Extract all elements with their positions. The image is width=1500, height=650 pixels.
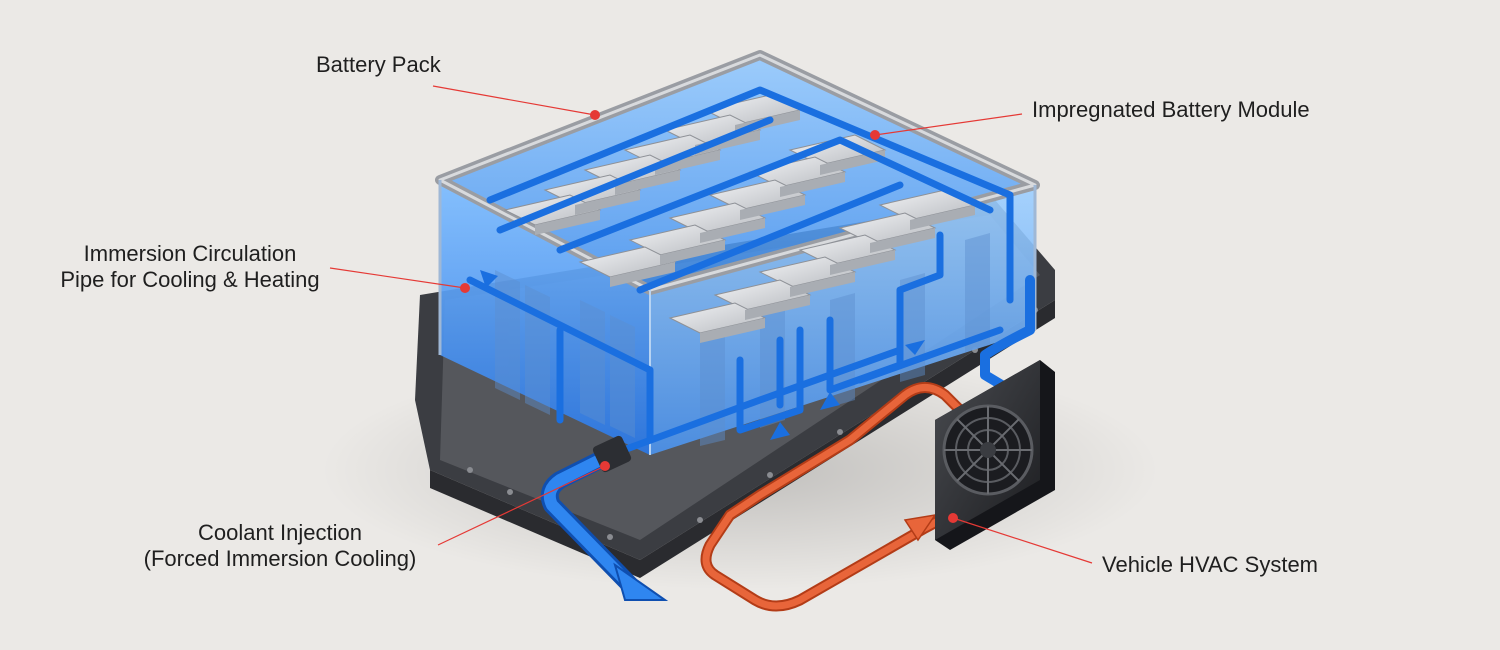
label-coolant-line-2: (Forced Immersion Cooling)	[143, 546, 417, 571]
hvac-return-pipe	[980, 275, 1035, 395]
hvac-heating-loop	[700, 382, 966, 612]
hvac-fan-unit	[935, 360, 1055, 550]
leader-lines	[329, 85, 1093, 564]
leader-dots	[460, 110, 958, 523]
impregnated-battery-modules	[503, 94, 977, 343]
immersion-circulation-pipe	[466, 86, 1014, 459]
label-coolant-line-1: Coolant Injection	[198, 520, 362, 545]
label-battery-pack: Battery Pack	[316, 52, 441, 77]
label-immersion-circulation-pipe: Immersion Circulation Pipe for Cooling &…	[40, 241, 340, 293]
label-immersion-line-2: Pipe for Cooling & Heating	[60, 267, 320, 292]
label-coolant-injection: Coolant Injection (Forced Immersion Cool…	[125, 520, 435, 572]
fan-hub-icon	[980, 442, 996, 458]
flow-arrows	[480, 270, 925, 440]
label-vehicle-hvac-system: Vehicle HVAC System	[1102, 552, 1319, 577]
label-immersion-line-1: Immersion Circulation	[83, 241, 297, 266]
label-impregnated-battery-module: Impregnated Battery Module	[1032, 97, 1310, 122]
